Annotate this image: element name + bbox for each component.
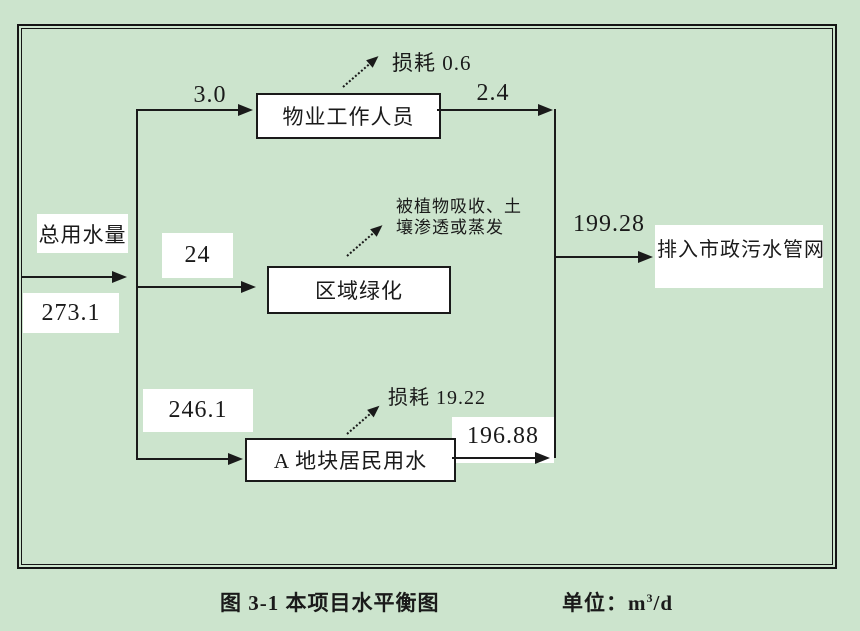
arrow-shaft [137,458,234,460]
arrow-shaft [452,457,541,459]
resident-loss-label: 损耗 19.22 [388,387,486,409]
staff-loss-label: 损耗 0.6 [392,51,472,75]
staff-inflow-label: 3.0 [193,82,227,108]
diagram-frame [17,24,837,569]
arrowhead-icon [112,271,127,283]
arrowhead-icon [638,251,653,263]
distributor-line [136,109,138,460]
node-property-staff: 物业工作人员 [256,93,441,139]
arrowhead-icon [238,104,253,116]
collector-line [554,109,556,458]
arrow-shaft [137,109,244,111]
sewage-flow-label: 199.28 [573,211,645,237]
arrow-shaft [437,109,544,111]
node-area-greening: 区域绿化 [267,266,451,314]
arrowhead-icon [228,453,243,465]
figure-caption-title: 图 3-1 本项目水平衡图 [220,591,440,615]
total-water-box: 总用水量 [37,214,128,253]
arrow-shaft [22,276,118,278]
staff-outflow-label: 2.4 [476,80,510,106]
unit-superscript: 3 [646,591,654,605]
greening-loss-note: 被植物吸收、土壤渗透或蒸发 [396,197,522,237]
resident-inflow-value-box: 246.1 [143,389,253,432]
sewage-outfall-box: 排入市政污水管网 [655,225,824,288]
arrowhead-icon [535,452,550,464]
green-inflow-value-box: 24 [162,233,233,278]
arrowhead-icon [241,281,256,293]
unit-suffix: /d [653,591,674,615]
arrowhead-icon [538,104,553,116]
arrow-shaft [137,286,247,288]
arrow-shaft [556,256,644,258]
figure-caption-unit: 单位：m3/d [562,587,673,617]
total-water-value-box: 273.1 [23,293,119,333]
unit-prefix: 单位：m [562,591,647,615]
node-block-a-residential: A 地块居民用水 [245,438,456,482]
diagram-frame-inner-line [21,28,833,565]
